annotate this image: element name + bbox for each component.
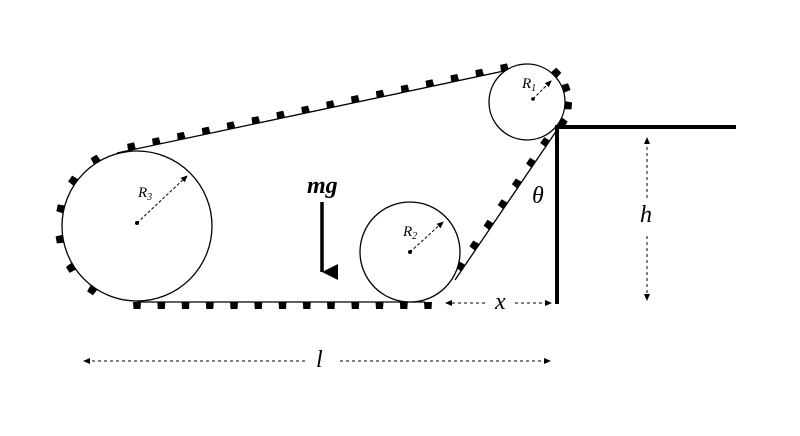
- track-tooth: [181, 302, 190, 309]
- track-tooth: [152, 137, 161, 146]
- track-tooth: [350, 95, 360, 104]
- radius-r2-arrow: [409, 221, 444, 253]
- radius-r3-subscript: 3: [146, 192, 152, 203]
- track-tooth: [251, 116, 261, 125]
- track-tooth: [278, 302, 287, 309]
- track-tooth: [230, 302, 238, 309]
- radius-r1-letter: R: [521, 76, 531, 92]
- track-tooth: [425, 79, 435, 88]
- height-label: h: [640, 202, 652, 228]
- track-tooth: [483, 219, 494, 230]
- track-tooth: [68, 175, 79, 186]
- track-tooth: [375, 302, 384, 309]
- track-tooth: [176, 131, 186, 141]
- track-tooth: [551, 67, 562, 78]
- track-tooth: [424, 302, 432, 309]
- track-tooth: [399, 302, 408, 309]
- track-tooth: [276, 110, 286, 120]
- track-tooth: [564, 101, 573, 110]
- track-tooth: [133, 302, 141, 309]
- radius-r1-subscript: 1: [531, 83, 536, 94]
- track-tooth: [327, 302, 335, 309]
- track-tooth: [55, 234, 64, 244]
- track-tooth: [157, 302, 166, 309]
- track-tooth: [475, 68, 484, 78]
- distance-label: x: [494, 289, 506, 315]
- track-tooth: [469, 240, 480, 251]
- track-upper-run: [116, 67, 519, 154]
- track-tooth: [302, 302, 311, 309]
- radius-r3-letter: R: [137, 185, 147, 201]
- radius-r1-arrow: [532, 80, 552, 100]
- track-tooth: [526, 157, 537, 168]
- track-tooth: [65, 262, 76, 273]
- track-tooth: [56, 204, 65, 214]
- angle-label: θ: [532, 183, 544, 209]
- step-wall: [555, 125, 736, 304]
- track-tooth: [540, 137, 551, 148]
- radius-r2-label: R2: [402, 224, 417, 242]
- track-teeth: [55, 63, 573, 309]
- track-tooth: [90, 154, 101, 165]
- track-belt: [116, 67, 558, 303]
- radius-r3-arrow: [136, 175, 188, 224]
- track-tooth: [201, 126, 211, 135]
- weight-label: mg: [307, 173, 338, 199]
- track-tooth: [400, 84, 410, 93]
- length-label: l: [316, 347, 323, 373]
- radius-r2-subscript: 2: [412, 231, 417, 242]
- track-tooth: [326, 100, 335, 109]
- radius-r2-letter: R: [402, 224, 412, 240]
- track-tooth: [127, 142, 136, 151]
- radius-r3-label: R3: [137, 185, 152, 203]
- track-tooth: [351, 302, 360, 309]
- track-tooth: [511, 178, 522, 189]
- track-incline-run: [454, 129, 558, 281]
- radius-r1-label: R1: [521, 76, 536, 94]
- track-tooth: [497, 199, 508, 210]
- track-tooth: [87, 285, 98, 296]
- wheel-r3: [61, 150, 213, 302]
- track-tooth: [205, 302, 214, 309]
- track-tooth: [254, 302, 263, 309]
- track-tooth: [226, 121, 236, 130]
